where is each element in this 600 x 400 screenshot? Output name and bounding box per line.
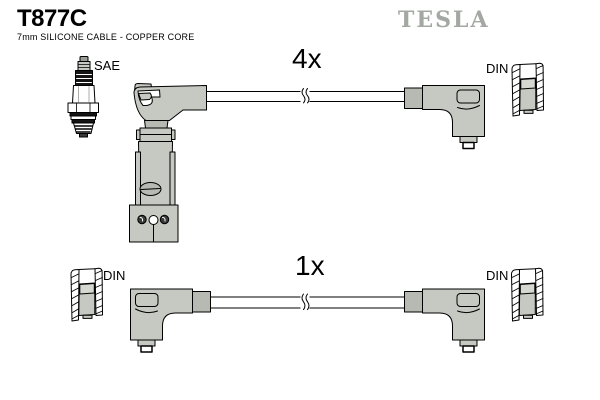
din-label-bottom-left: DIN (103, 268, 126, 283)
din-label-top-right: DIN (486, 61, 509, 76)
cable-break-symbol-top (301, 88, 310, 104)
din-label-bottom-right: DIN (486, 268, 509, 283)
part-number: T877C (17, 5, 87, 32)
tesla-logo: TESLA (398, 7, 490, 33)
spark-plug-icon (67, 56, 99, 138)
din-socket-bottom-right (511, 267, 544, 322)
quantity-top-row: 4x (292, 43, 322, 74)
sae-boot-connector (129, 83, 207, 243)
din-socket-top-right (511, 62, 544, 117)
cable-bottom (209, 293, 405, 311)
quantity-bottom-row: 1x (295, 250, 325, 281)
din-plug-top-right (403, 84, 486, 150)
sae-label: SAE (94, 58, 121, 73)
cable-top (206, 88, 405, 104)
cable-break-symbol-bottom (301, 293, 310, 311)
din-plug-bottom-left (129, 288, 212, 353)
cable-spec-subtitle: 7mm SILICONE CABLE - COPPER CORE (17, 32, 195, 42)
din-socket-bottom-left (70, 267, 103, 322)
din-plug-bottom-right (403, 288, 486, 353)
